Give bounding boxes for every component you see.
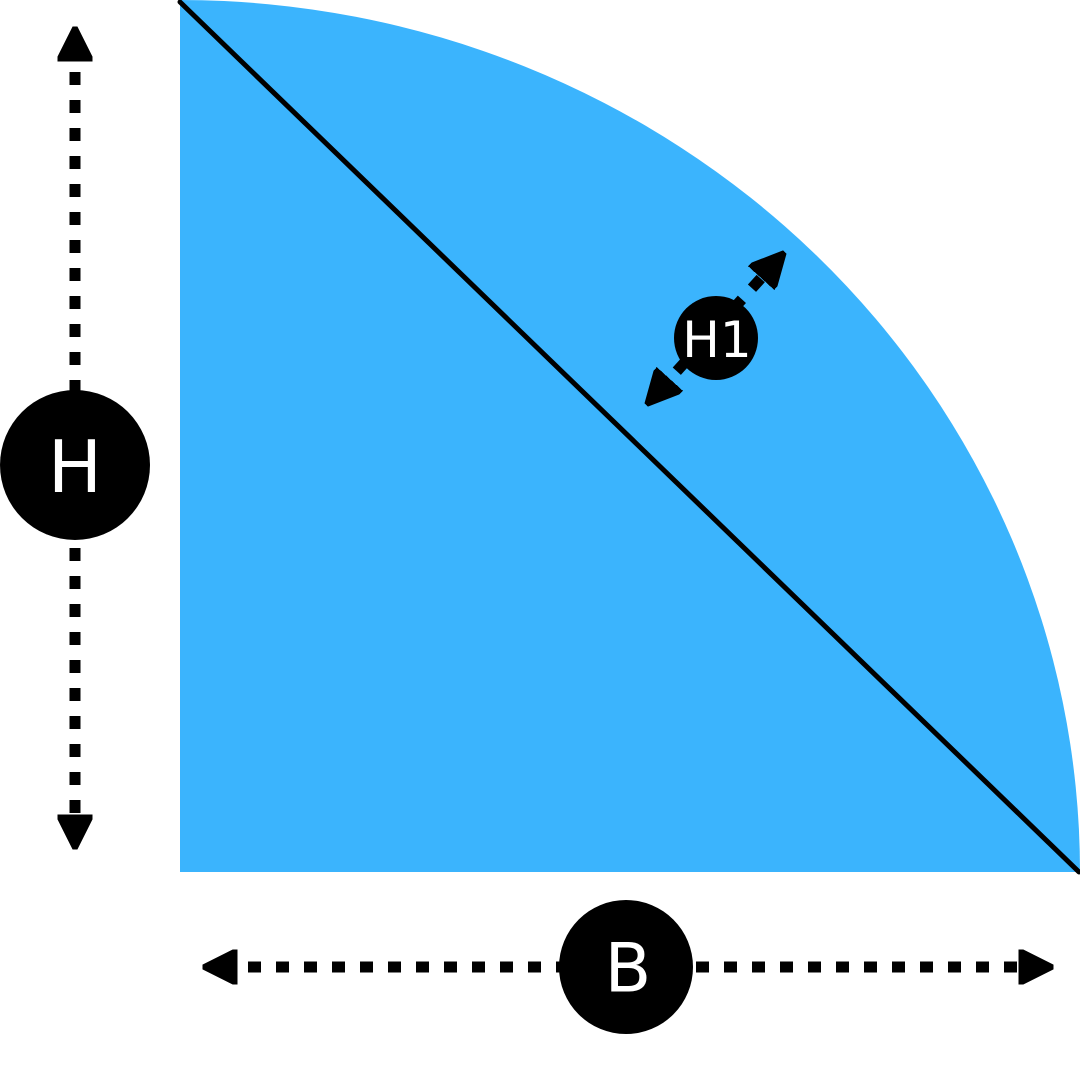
base-label-circle: [559, 900, 693, 1034]
height-label: H: [48, 425, 102, 509]
segment-height-label-circle: [674, 296, 758, 380]
base-dimension: B: [220, 900, 1036, 1034]
segment-height-label: H1: [682, 311, 751, 369]
base-label: B: [605, 930, 652, 1009]
segment-height-dimension: H1: [658, 265, 773, 392]
height-label-circle: [0, 390, 150, 540]
height-dimension: H: [0, 44, 150, 832]
chord-line: [177, 0, 1080, 875]
